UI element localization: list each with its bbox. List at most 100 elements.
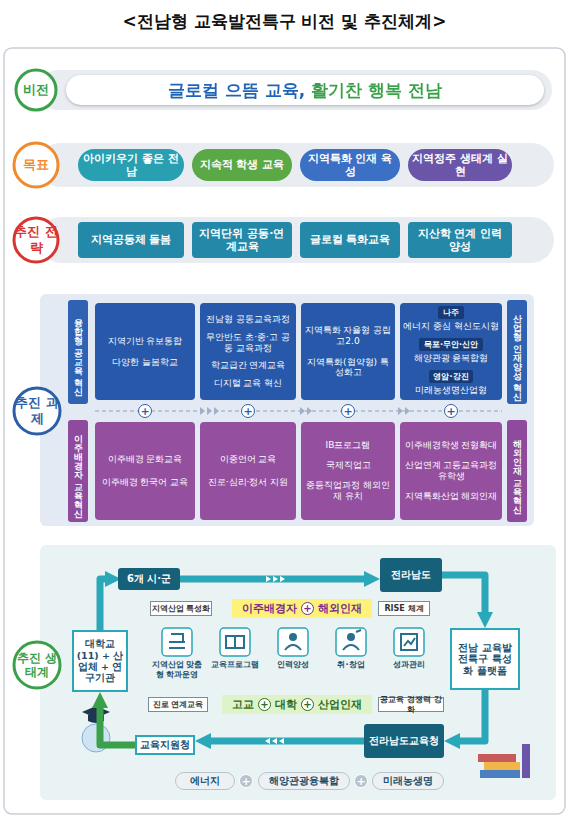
- tag-box: 진로 연계교육: [148, 697, 208, 712]
- node-text: 융합형 공교육 혁신: [73, 313, 83, 391]
- node-text: 지역기반 유보통합: [108, 336, 183, 347]
- task-box: 전남형 공동교육과정무안반도 초·중·고 공동 교육과정학교급간 연계교육디지털…: [200, 303, 296, 400]
- plus-label: +: [354, 774, 368, 788]
- node-text: +: [301, 602, 314, 615]
- node-text: 지역특화 자율형 공립고2.0: [304, 325, 392, 347]
- highlight-band: 고교 + 대학 + 산업인재: [222, 695, 372, 714]
- strategy-box: 지산학 연계 인력 양성: [408, 222, 512, 258]
- highlight-band: 이주배경자+해외인재: [232, 599, 372, 618]
- node-text: 전남 교육발전특구 특성화 플랫폼: [454, 642, 516, 676]
- node-text: 대학교(11) + 산업체 + 연구기관: [76, 638, 124, 684]
- vision-row-band: [38, 70, 552, 110]
- node-text: 학교급간 연계교육: [211, 360, 286, 371]
- node-text: 지역단위 공동·연계교육: [196, 227, 288, 253]
- node-text: 6개 시·군: [127, 573, 171, 585]
- node-text: 공교육 경쟁력 강화: [379, 695, 443, 714]
- node-text: 이주배경 한국어 교육: [102, 477, 189, 488]
- task-divider: [95, 410, 502, 412]
- node-text: 이주배경자: [242, 602, 297, 615]
- node-text: 취·창업: [337, 660, 364, 670]
- node-text: 산업형 인재양성 혁신: [512, 309, 522, 396]
- strategy-box: 글로컬 특화교육: [300, 222, 400, 258]
- tag-box: RISE 체계: [378, 601, 430, 616]
- goal-row-band: [38, 143, 554, 187]
- node-text: IB프로그램: [326, 440, 371, 451]
- task-box: 이주배경학생 전형확대산업연계 고등교육과정 유학생지역특화산업 해외인재: [400, 422, 502, 520]
- task-box: 이중언어 교육진로·심리·정서 지원: [200, 422, 296, 520]
- circle-shape: [16, 70, 56, 110]
- node-text: 이주배경 문화교육: [108, 454, 183, 465]
- node-text: 해양관광 융복합형: [402, 353, 500, 363]
- books-illustration: [478, 744, 530, 778]
- goal-pill: 지속적 학생 교육: [192, 149, 292, 181]
- icon-item: 취·창업: [322, 626, 380, 686]
- vertical-band: 융합형 공교육 혁신: [68, 300, 88, 404]
- outer-frame: [4, 48, 565, 814]
- ecosystem-panel: [40, 545, 556, 800]
- node-text: 아이키우기 좋은 전남: [82, 152, 180, 178]
- node-text: 전남형 공동교육과정: [206, 314, 290, 325]
- node-text: 대학: [275, 698, 297, 711]
- icon-item: 성과관리: [380, 626, 438, 686]
- sector-pill: 에너지: [175, 772, 235, 790]
- node-text: 이주배경학생 전형확대: [405, 440, 498, 451]
- node-text: 목포·무안·신안: [424, 340, 478, 350]
- org-box: 대학교(11) + 산업체 + 연구기관: [72, 630, 128, 692]
- section-circle: 목표: [12, 141, 60, 189]
- node-text: 영암·강진: [433, 372, 468, 382]
- plus-label: +: [138, 404, 152, 418]
- task-box: 에너지 중심 혁신도시형해양관광 융복합형미래농생명산업형나주목포·무안·신안영…: [400, 303, 502, 400]
- section-circle: 추진 생태계: [12, 640, 62, 690]
- node-text: 진로 연계교육: [153, 700, 204, 710]
- goal-pill: 지역특화 인재 육성: [300, 149, 400, 181]
- node-text: +: [258, 698, 271, 711]
- node-text: +: [301, 698, 314, 711]
- strategy-box: 지역단위 공동·연계교육: [192, 222, 292, 258]
- section-circle: 추진 과제: [12, 386, 62, 436]
- vertical-band: 이주배경자 교육혁신: [68, 420, 88, 522]
- platform-box: 전남 교육발전특구 특성화 플랫폼: [450, 628, 520, 690]
- node-text: 전라남도교육청: [369, 735, 439, 746]
- task-box: IB프로그램국제직업고중등직업과정 해외인재 유치: [301, 422, 395, 520]
- node-text: 산업연계 고등교육과정 유학생: [403, 460, 499, 482]
- node-text: 미래농생명: [383, 775, 433, 787]
- node-text: 다양한 늘봄학교: [112, 357, 178, 368]
- node-text: 지역특화 인재 육성: [304, 152, 396, 178]
- node-text: 지역특화산업 해외인재: [405, 491, 498, 502]
- node-text: 목표: [23, 157, 49, 173]
- sector-pill: 해양관광융복합: [258, 772, 350, 790]
- node-text: 이주배경자 교육혁신: [73, 429, 83, 513]
- node-text: 지속적 학생 교육: [200, 158, 285, 171]
- org-box: 교육지원청: [135, 735, 195, 755]
- icon-squares: [162, 628, 424, 656]
- icon-item: 지역산업 맞춤형 학과운영: [148, 626, 206, 686]
- node-text: 미래농생명산업형: [402, 385, 500, 395]
- node-text: 교육프로그램: [211, 660, 259, 670]
- org-box: 전라남도교육청: [364, 724, 444, 758]
- plus-label: +: [444, 404, 458, 418]
- node-text: 비전: [23, 82, 49, 98]
- node-text: 추진 생태계: [12, 651, 62, 680]
- plus-label: +: [239, 774, 253, 788]
- region-tag: 영암·강진: [429, 370, 473, 383]
- task-panel: [40, 294, 534, 526]
- node-text: 고교: [232, 698, 254, 711]
- node-text: 교육지원청: [140, 739, 190, 751]
- node-text: 나주: [443, 308, 459, 318]
- node-text: 전라남도: [391, 569, 431, 581]
- vertical-band: 산업형 인재양성 혁신: [507, 300, 527, 404]
- node-text: 지역산업 맞춤형 학과운영: [148, 660, 206, 679]
- node-text: 추진 전략: [12, 224, 60, 255]
- icon-item: 인력양성: [264, 626, 322, 686]
- node-text: 산업인재: [318, 698, 362, 711]
- strategy-box: 지역공동체 돌봄: [78, 222, 184, 258]
- node-text: 지역공동체 돌봄: [91, 233, 172, 246]
- tag-box: 공교육 경쟁력 강화: [378, 697, 444, 712]
- chevron-marks: [265, 576, 285, 744]
- flow-arrow: [442, 575, 485, 616]
- graduate-illustration: [82, 706, 110, 752]
- node-text: 국제직업고: [326, 460, 371, 471]
- section-circle: 추진 전략: [12, 216, 60, 264]
